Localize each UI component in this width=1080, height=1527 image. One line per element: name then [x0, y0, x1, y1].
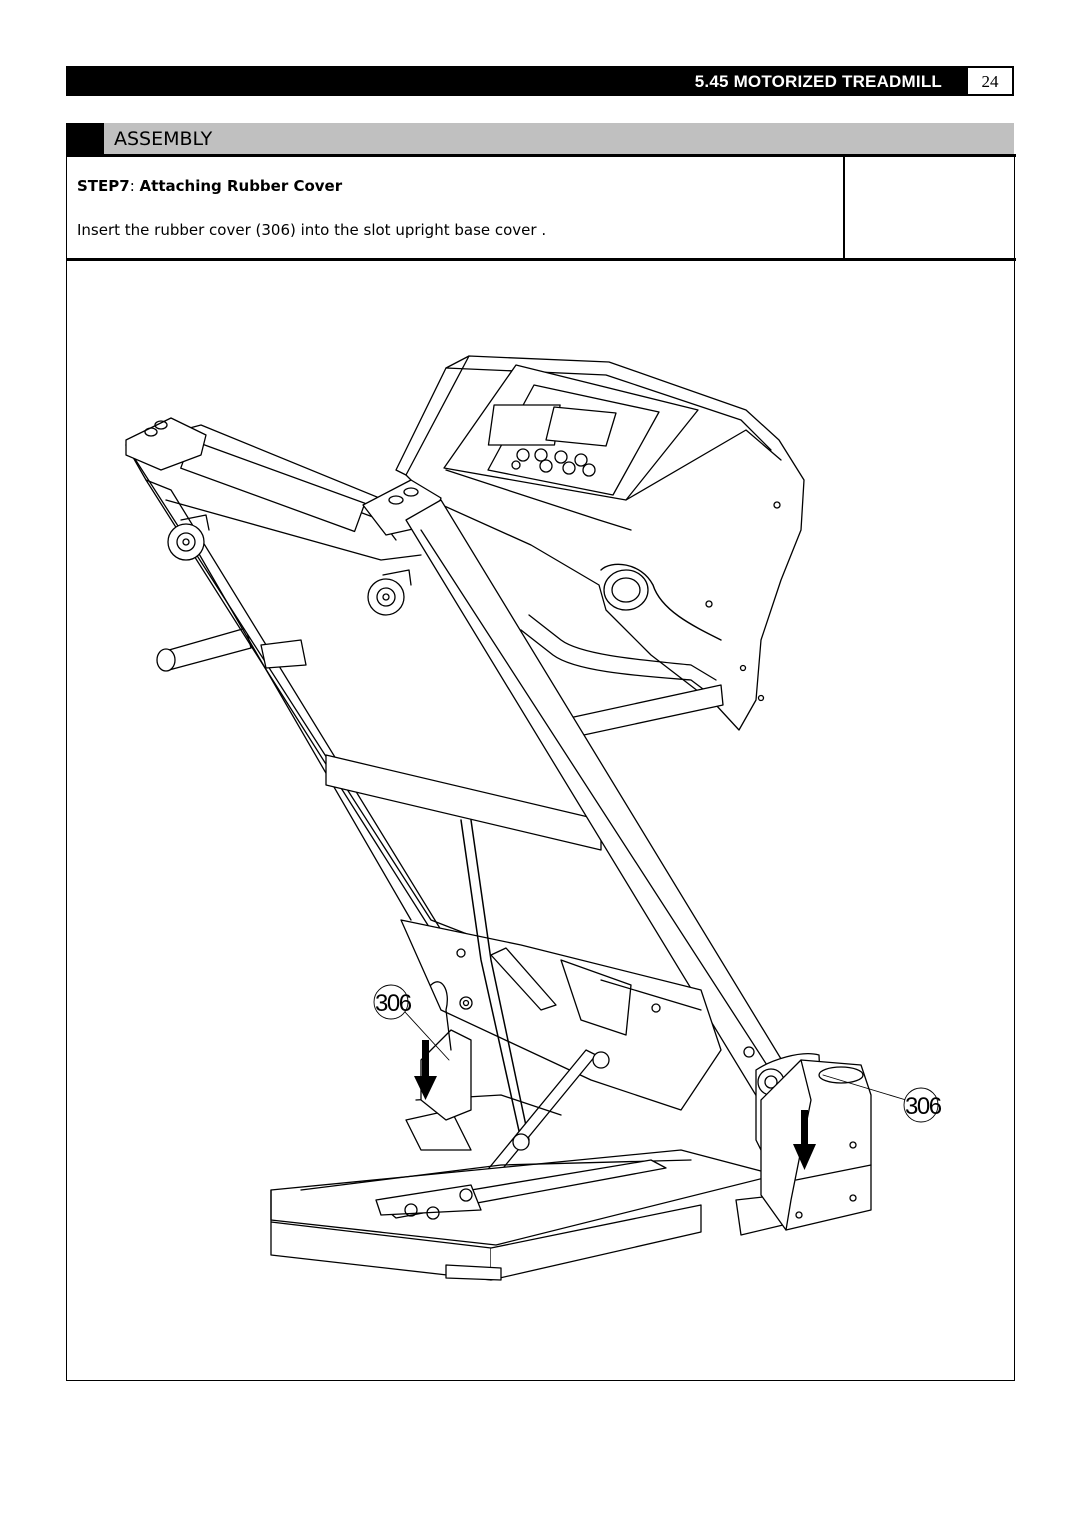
- callout-label-right: 306: [905, 1093, 942, 1120]
- base-frame-illustration: [270, 1094, 784, 1281]
- step-box: STEP7: Attaching Rubber Cover Insert the…: [66, 157, 845, 258]
- callout-label-left: 306: [375, 990, 412, 1017]
- figure-box: 306 306: [66, 260, 1015, 1381]
- divider: [66, 258, 1016, 261]
- down-arrow-icon: [414, 1040, 437, 1100]
- deck-frame-illustration: [125, 417, 807, 1121]
- console-illustration: [395, 355, 805, 731]
- manual-title: 5.45 MOTORIZED TREADMILL: [694, 72, 942, 91]
- divider: [66, 154, 1016, 157]
- step-title: Attaching Rubber Cover: [139, 177, 343, 195]
- step-separator: :: [129, 177, 140, 195]
- step-instruction: Insert the rubber cover (306) into the s…: [77, 221, 547, 239]
- section-marker: [66, 123, 104, 154]
- page-number: 24: [968, 68, 1012, 94]
- upright-base-cover-illustration: [420, 981, 872, 1231]
- section-bar: ASSEMBLY: [66, 123, 1014, 154]
- treadmill-folded-illustration: 306 306: [125, 355, 943, 1281]
- step-heading: STEP7: Attaching Rubber Cover: [77, 177, 342, 195]
- step-label: STEP7: [77, 177, 130, 195]
- step-side-cell: [844, 157, 1015, 258]
- header-bar: 5.45 MOTORIZED TREADMILL 24: [66, 66, 1014, 96]
- down-arrow-icon: [793, 1110, 816, 1170]
- section-title: ASSEMBLY: [114, 128, 213, 150]
